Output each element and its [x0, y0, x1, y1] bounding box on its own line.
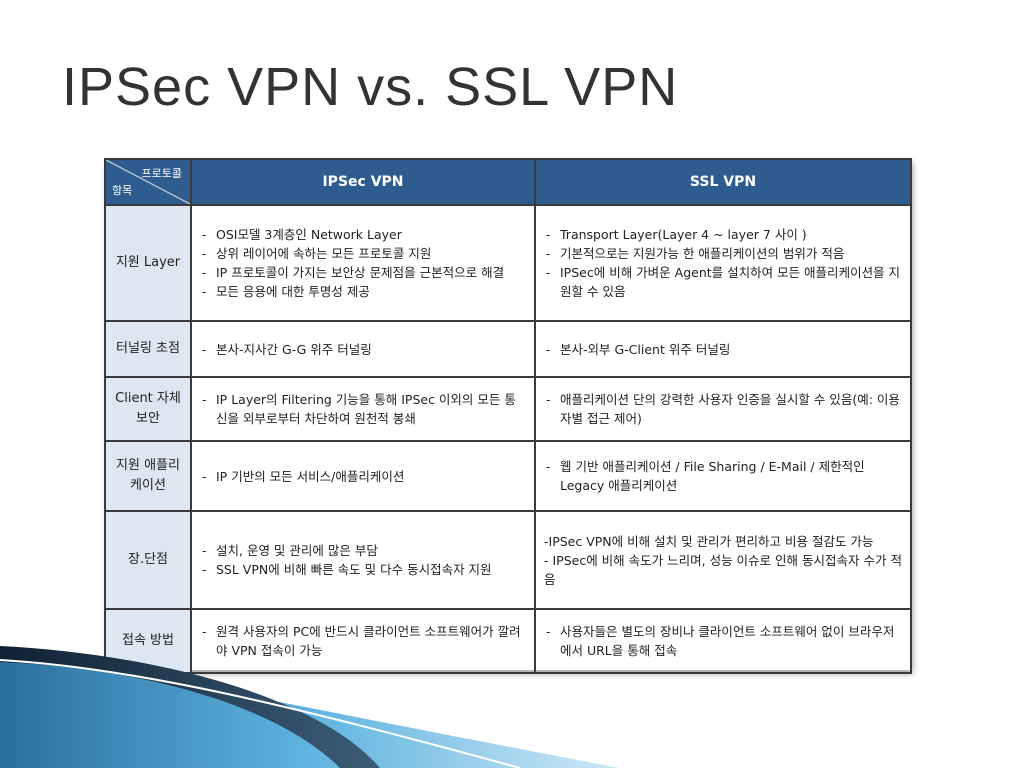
table-row: Client 자체 보안 IP Layer의 Filtering 기능을 통해 … — [104, 376, 912, 442]
list-item: -IPSec VPN에 비해 설치 및 관리가 편리하고 비용 절감도 가능 — [544, 533, 874, 549]
ipsec-cell: 원격 사용자의 PC에 반드시 클라이언트 소프트웨어가 깔려야 VPN 접속이… — [190, 608, 536, 674]
row-label: 지원 Layer — [104, 204, 192, 322]
list-item: 사용자들은 별도의 장비나 클라이언트 소프트웨어 없이 브라우저에서 URL을… — [544, 622, 902, 660]
list-item: IP 프로토콜이 가지는 보안상 문제점을 근본적으로 해결 — [200, 263, 526, 282]
row-label: 지원 애플리케이션 — [104, 440, 192, 512]
decorative-swoosh — [0, 646, 620, 768]
ssl-cell: 사용자들은 별도의 장비나 클라이언트 소프트웨어 없이 브라우저에서 URL을… — [534, 608, 912, 674]
comparison-table-container: 프로토콜 항목 IPSec VPN SSL VPN 지원 Layer OSI모델… — [104, 158, 912, 674]
list-item: IP Layer의 Filtering 기능을 통해 IPSec 이외의 모든 … — [200, 390, 526, 428]
row-label: 터널링 초점 — [104, 320, 192, 378]
ipsec-column-header: IPSec VPN — [190, 158, 536, 206]
swoosh-white-line — [0, 659, 521, 768]
corner-protocol-label: 프로토콜 — [141, 167, 182, 180]
list-item: - IPSec에 비해 속도가 느리며, 성능 이슈로 인해 동시접속자 수가 … — [544, 552, 902, 587]
ssl-cell: 애플리케이션 단의 강력한 사용자 인증을 실시할 수 있음(예: 이용자별 접… — [534, 376, 912, 442]
list-item: OSI모델 3계층인 Network Layer — [200, 225, 526, 244]
corner-item-label: 항목 — [112, 184, 133, 197]
list-item: 기본적으로는 지원가능 한 애플리케이션의 범위가 적음 — [544, 244, 902, 263]
list-item: 설치, 운영 및 관리에 많은 부담 — [200, 541, 526, 560]
ssl-cell: 웹 기반 애플리케이션 / File Sharing / E-Mail / 제한… — [534, 440, 912, 512]
table-row: 지원 Layer OSI모델 3계층인 Network Layer 상위 레이어… — [104, 204, 912, 322]
ipsec-cell: 설치, 운영 및 관리에 많은 부담 SSL VPN에 비해 빠른 속도 및 다… — [190, 510, 536, 610]
swoosh-dark-band — [0, 646, 380, 768]
list-item: 모든 응용에 대한 투명성 제공 — [200, 282, 526, 301]
slide-title: IPSec VPN vs. SSL VPN — [62, 57, 679, 117]
ipsec-cell: 본사-지사간 G-G 위주 터널링 — [190, 320, 536, 378]
comparison-table: 프로토콜 항목 IPSec VPN SSL VPN 지원 Layer OSI모델… — [104, 158, 912, 674]
table-row: 장.단점 설치, 운영 및 관리에 많은 부담 SSL VPN에 비해 빠른 속… — [104, 510, 912, 610]
ipsec-cell: IP Layer의 Filtering 기능을 통해 IPSec 이외의 모든 … — [190, 376, 536, 442]
table-header-row: 프로토콜 항목 IPSec VPN SSL VPN — [104, 158, 912, 206]
list-item: 상위 레이어에 속하는 모든 프로토콜 지원 — [200, 244, 526, 263]
list-item: SSL VPN에 비해 빠른 속도 및 다수 동시접속자 지원 — [200, 560, 526, 579]
list-item: 원격 사용자의 PC에 반드시 클라이언트 소프트웨어가 깔려야 VPN 접속이… — [200, 622, 526, 660]
row-label: Client 자체 보안 — [104, 376, 192, 442]
ipsec-cell: OSI모델 3계층인 Network Layer 상위 레이어에 속하는 모든 … — [190, 204, 536, 322]
row-label: 장.단점 — [104, 510, 192, 610]
corner-header-cell: 프로토콜 항목 — [104, 158, 192, 206]
list-item: 웹 기반 애플리케이션 / File Sharing / E-Mail / 제한… — [544, 457, 902, 495]
ssl-cell: -IPSec VPN에 비해 설치 및 관리가 편리하고 비용 절감도 가능 -… — [534, 510, 912, 610]
table-row: 터널링 초점 본사-지사간 G-G 위주 터널링 본사-외부 G-Client … — [104, 320, 912, 378]
ssl-cell: Transport Layer(Layer 4 ~ layer 7 사이 ) 기… — [534, 204, 912, 322]
list-item: 본사-지사간 G-G 위주 터널링 — [200, 340, 526, 359]
list-item: IP 기반의 모든 서비스/애플리케이션 — [200, 467, 526, 486]
list-item: IPSec에 비해 가벼운 Agent를 설치하여 모든 애플리케이션을 지원할… — [544, 263, 902, 301]
ssl-column-header: SSL VPN — [534, 158, 912, 206]
list-item: 본사-외부 G-Client 위주 터널링 — [544, 340, 902, 359]
table-row: 지원 애플리케이션 IP 기반의 모든 서비스/애플리케이션 웹 기반 애플리케… — [104, 440, 912, 512]
list-item: 애플리케이션 단의 강력한 사용자 인증을 실시할 수 있음(예: 이용자별 접… — [544, 390, 902, 428]
list-item: Transport Layer(Layer 4 ~ layer 7 사이 ) — [544, 225, 902, 244]
ipsec-cell: IP 기반의 모든 서비스/애플리케이션 — [190, 440, 536, 512]
ssl-cell: 본사-외부 G-Client 위주 터널링 — [534, 320, 912, 378]
